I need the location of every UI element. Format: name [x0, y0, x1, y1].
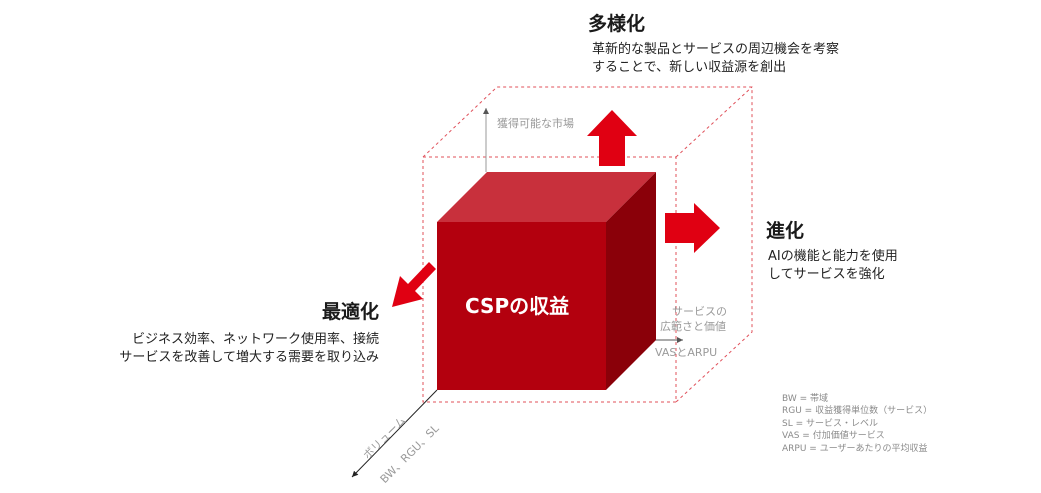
arrow-downleft-optimize — [392, 262, 436, 307]
axis-label-market: 獲得可能な市場 — [497, 117, 574, 130]
legend-arpu: ARPU = ユーザーあたりの平均収益 — [782, 444, 928, 454]
diversify-line-1: 革新的な製品とサービスの周辺機会を考察 — [592, 42, 840, 57]
evolve-line-2: してサービスを強化 — [768, 267, 885, 282]
legend-sl: SL = サービス・レベル — [782, 419, 878, 429]
center-label: CSPの収益 — [465, 294, 570, 318]
diversify-title: 多様化 — [588, 13, 646, 35]
cube-front-face — [437, 222, 606, 390]
arrow-up-diversify — [587, 110, 637, 166]
evolve-line-1: AIの機能と能力を使用 — [768, 249, 898, 264]
arrow-right-evolve — [665, 203, 720, 253]
axis-label-value-1: サービスの — [672, 305, 727, 318]
axis-label-vas-arpu: VASとARPU — [655, 346, 718, 359]
cube-top-face — [437, 172, 656, 222]
optimize-line-2: サービスを改善して増大する需要を取り込み — [119, 350, 379, 365]
cube-side-face — [606, 172, 656, 390]
legend-bw: BW = 帯域 — [782, 394, 829, 404]
legend-vas: VAS = 付加価値サービス — [782, 431, 885, 441]
axis-label-value-2: 広範さと価値 — [660, 320, 726, 333]
volume-axis-line — [351, 389, 438, 478]
diversify-line-2: することで、新しい収益源を創出 — [592, 60, 787, 75]
revenue-cube — [437, 172, 656, 390]
legend-rgu: RGU = 収益獲得単位数（サービス） — [782, 406, 933, 416]
dashed-outer-cube — [422, 86, 753, 403]
optimize-line-1: ビジネス効率、ネットワーク使用率、接続 — [131, 332, 379, 347]
evolve-title: 進化 — [766, 220, 805, 242]
optimize-title: 最適化 — [321, 301, 379, 323]
